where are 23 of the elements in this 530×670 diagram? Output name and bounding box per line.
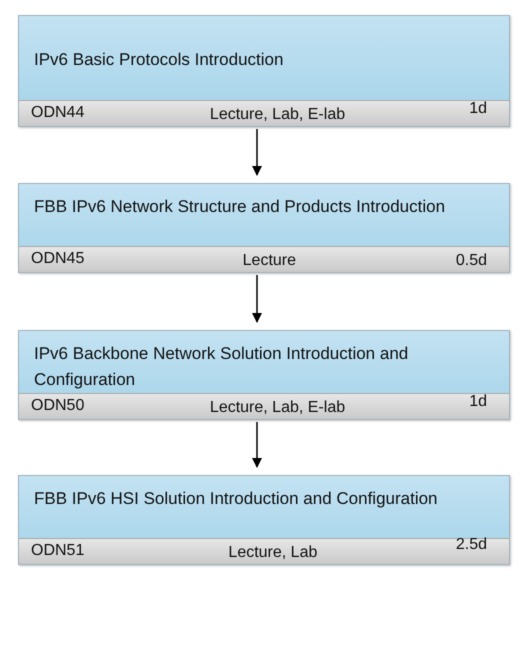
delivery-mode: Lecture, Lab [228,544,318,562]
duration: 1d [469,100,487,118]
course-code: ODN50 [31,397,84,415]
duration: 2.5d [456,536,487,554]
arrow [252,129,262,176]
duration: 1d [469,393,487,411]
course-card [18,330,510,420]
delivery-mode: Lecture, Lab, E-lab [210,106,346,124]
course-code: ODN44 [31,104,84,122]
delivery-mode: Lecture, Lab, E-lab [210,399,346,417]
course-title: IPv6 Backbone Network Solution Introduction and Configuration [34,343,410,391]
course-card [18,183,510,273]
course-card [18,15,510,127]
course-title: FBB IPv6 HSI Solution Introduction and Configuration [34,488,439,510]
delivery-mode: Lecture [242,252,296,270]
course-code: ODN51 [31,542,84,560]
course-title: FBB IPv6 Network Structure and Products Introduction [34,196,446,218]
duration: 0.5d [456,252,487,270]
course-card [18,475,510,565]
course-title: IPv6 Basic Protocols Introduction [34,49,284,71]
arrow [252,275,262,323]
arrow [252,422,262,468]
course-code: ODN45 [31,250,84,268]
